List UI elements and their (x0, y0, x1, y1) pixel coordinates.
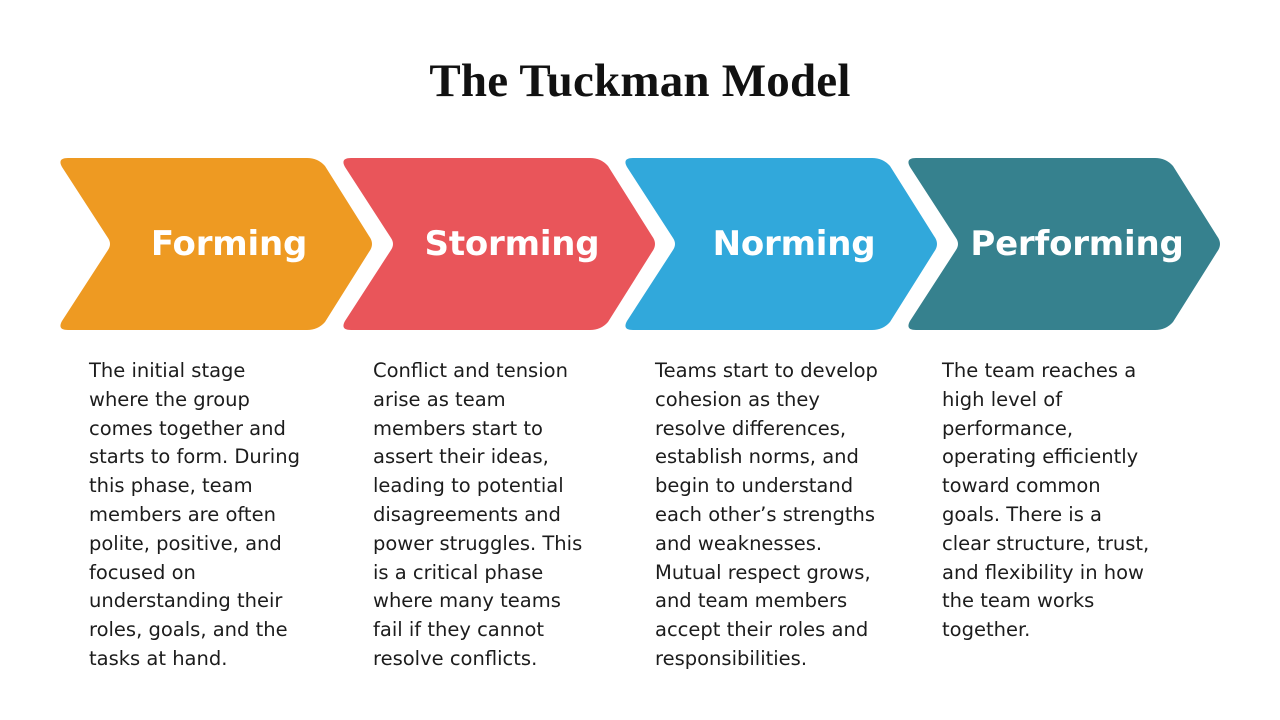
chevron-path-1 (343, 158, 655, 330)
chevron-path-0 (60, 158, 372, 330)
chevron-path-2 (625, 158, 937, 330)
stage-label-norming: Norming (712, 224, 876, 264)
chevron-shape-icon (60, 158, 372, 330)
stage-label-performing: Performing (970, 224, 1184, 264)
stage-label-forming: Forming (150, 224, 308, 264)
stage-chevron-norming[interactable]: Norming (622, 158, 938, 330)
stage-chevron-performing[interactable]: Performing (905, 158, 1221, 330)
stage-description-forming: The initial stage where the group comes … (89, 359, 300, 670)
chevron-path-3 (908, 158, 1220, 330)
page-title: The Tuckman Model (429, 55, 851, 107)
stage-chevron-storming[interactable]: Storming (340, 158, 656, 330)
chevron-shape-icon (625, 158, 937, 330)
stage-description-norming: Teams start to develop cohesion as they … (655, 359, 878, 670)
stage-description-storming: Conflict and tension arise as team membe… (373, 359, 583, 670)
stage-description-performing: The team reaches a high level of perform… (942, 359, 1150, 642)
stage-description-row: The initial stage where the group comes … (0, 357, 1280, 670)
process-chevron-band: Forming Storming Norming Performing (0, 158, 1280, 330)
chevron-shape-icon (343, 158, 655, 330)
chevron-shape-icon (908, 158, 1220, 330)
stage-label-storming: Storming (424, 224, 600, 264)
stage-chevron-forming[interactable]: Forming (57, 158, 373, 330)
